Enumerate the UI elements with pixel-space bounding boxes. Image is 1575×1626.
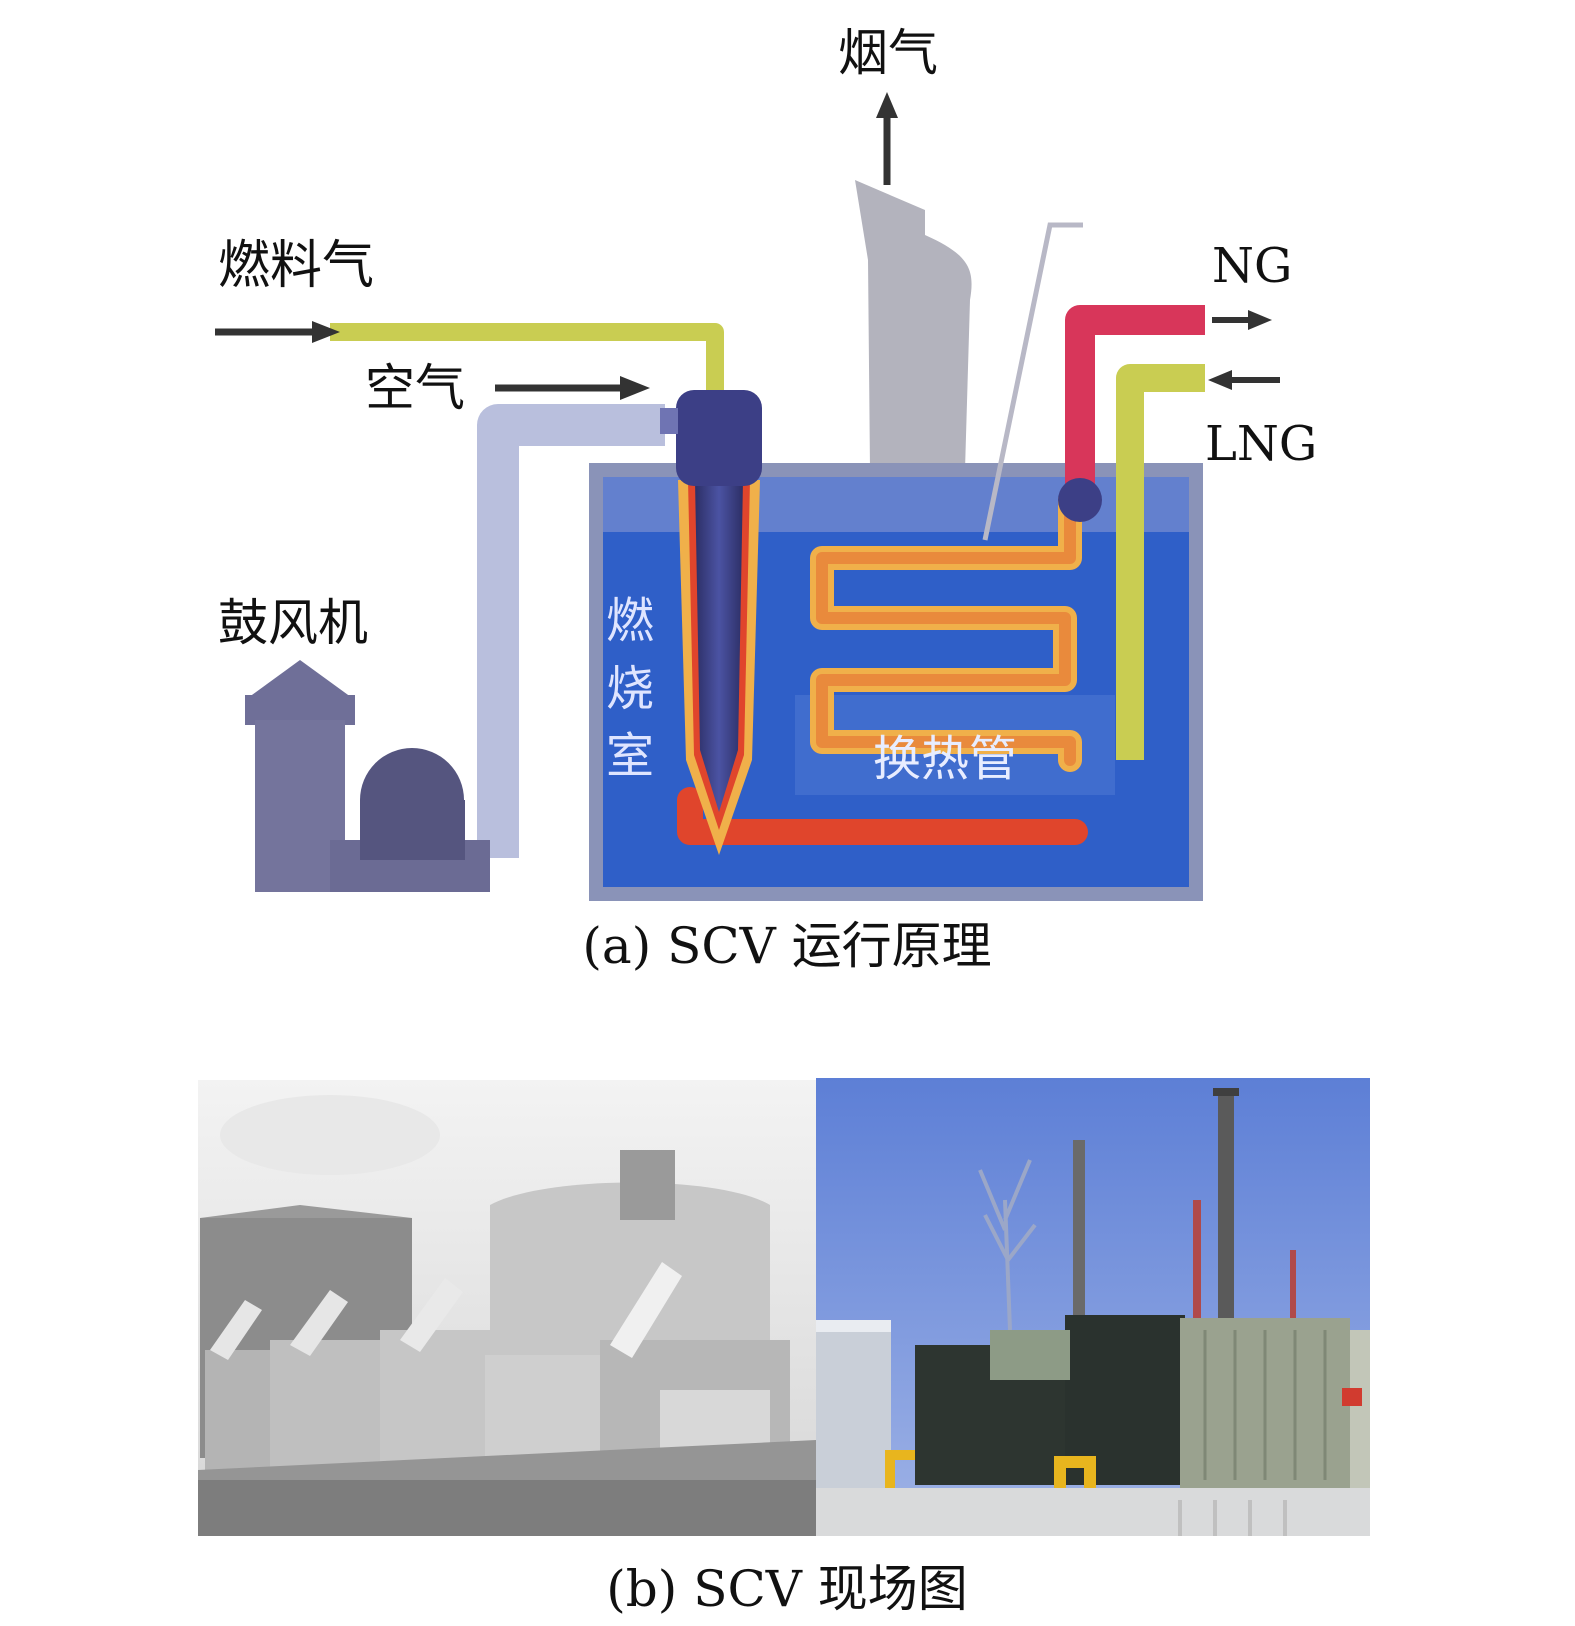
- lng-pipe: [1116, 364, 1205, 760]
- heat-exchange-coil: [677, 488, 1088, 845]
- label-heat-exchange-tube: 换热管: [873, 731, 1017, 787]
- air-duct: [477, 404, 665, 858]
- air-arrow: [495, 376, 650, 400]
- burner: [660, 390, 762, 855]
- lng-arrow: [1208, 370, 1280, 390]
- fuel-gas-arrow: [215, 321, 340, 343]
- label-flue-gas: 烟气: [838, 24, 938, 82]
- label-ng: NG: [1212, 238, 1292, 294]
- probe-rod: [982, 222, 1083, 541]
- label-combustion-chamber-1: 燃: [606, 593, 654, 649]
- ng-pipe: [1058, 305, 1205, 522]
- blower: [245, 660, 490, 892]
- label-blower: 鼓风机: [218, 594, 368, 652]
- fuel-gas-pipe: [330, 323, 724, 390]
- flue-stack: [855, 180, 972, 470]
- flue-gas-arrow: [876, 92, 898, 185]
- label-fuel-gas: 燃料气: [218, 236, 374, 296]
- site-photo-left: [198, 1080, 816, 1536]
- label-lng: LNG: [1205, 416, 1317, 472]
- caption-a: (a) SCV 运行原理: [582, 917, 991, 975]
- label-combustion-chamber-3: 室: [606, 728, 654, 784]
- ng-arrow: [1212, 310, 1272, 330]
- scv-site-photo: (b) SCV 现场图: [198, 1078, 1370, 1618]
- label-air: 空气: [365, 359, 465, 417]
- site-photo-right: [816, 1078, 1370, 1536]
- caption-b: (b) SCV 现场图: [606, 1560, 967, 1618]
- scv-schematic: 烟气 燃料气 空气 NG LNG 鼓风机 燃 烧 室 换热管 (a) SCV 运…: [215, 24, 1317, 975]
- label-combustion-chamber-2: 烧: [606, 661, 654, 717]
